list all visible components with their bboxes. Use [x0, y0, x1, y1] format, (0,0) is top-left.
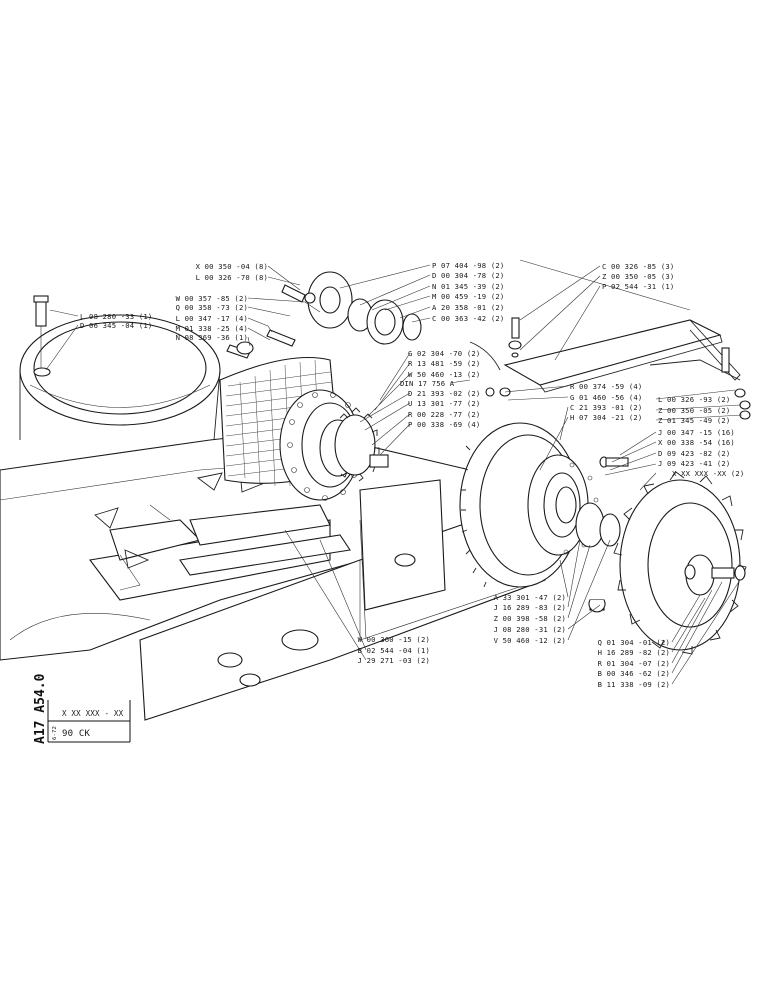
labels-top-right: C 00 326 -85 (3) Z 00 350 -05 (3) P 02 5… [602, 262, 674, 291]
part-label: J 29 271 -03 (2) [358, 656, 430, 665]
part-label: A 33 301 -47 (2) [494, 593, 566, 602]
part-label: R 13 481 -59 (2) [408, 359, 480, 368]
exploded-drawing [0, 259, 751, 721]
part-label: U 13 301 -77 (2) [408, 399, 480, 408]
part-label: A 20 358 -01 (2) [432, 303, 504, 312]
part-label: Z 00 350 -05 (2) [658, 406, 730, 415]
labels-center-right: R 00 374 -59 (4) G 01 460 -56 (4) C 21 3… [570, 382, 642, 422]
part-label: N 01 345 -39 (2) [432, 282, 504, 291]
labels-bottom-right: Q 01 304 -01 (2) H 16 289 -82 (2) R 01 3… [598, 638, 670, 689]
labels-bottom-center: A 33 301 -47 (2) J 16 289 -83 (2) Z 00 3… [494, 593, 566, 645]
part-label: X 00 338 -54 (16) [658, 438, 735, 447]
part-label: H 16 289 -82 (2) [598, 648, 670, 657]
drawing-code: A17 A54.0 [33, 673, 48, 744]
labels-far-right: L 00 326 -93 (2) Z 00 350 -05 (2) Z 01 3… [658, 395, 744, 478]
part-label: D 00 304 -78 (2) [432, 271, 504, 280]
part-label: R 00 228 -77 (2) [408, 410, 480, 419]
part-label: DIN 17 756 A [400, 379, 455, 388]
part-label: P 00 338 -69 (4) [408, 420, 480, 429]
ring-gear [459, 422, 599, 588]
part-label: Z 00 350 -05 (3) [602, 272, 674, 281]
part-label: Z 00 398 -58 (2) [494, 614, 566, 623]
part-label: R 01 304 -07 (2) [598, 659, 670, 668]
part-label: X 00 350 -04 (8) [196, 262, 268, 271]
part-label: J 16 289 -83 (2) [494, 603, 566, 612]
part-label: R 00 374 -59 (4) [570, 382, 642, 391]
part-label: Z 01 345 -49 (2) [658, 416, 730, 425]
turntable-ring [19, 314, 221, 441]
labels-top-left: X 00 350 -04 (8) L 00 326 -70 (8) W 00 3… [176, 262, 268, 342]
part-label: Q 01 304 -01 (2) [598, 638, 670, 647]
drawing-date-code: 6-72 [52, 726, 58, 740]
part-label: J 09 423 -41 (2) [658, 459, 730, 468]
part-label: W 00 357 -85 (2) [176, 294, 248, 303]
hub-shaft [575, 502, 621, 613]
labels-bottom-left: W 00 360 -15 (2) B 02 544 -04 (1) J 29 2… [358, 635, 430, 665]
part-label: P 07 404 -98 (2) [432, 261, 504, 270]
part-label: M 00 459 -19 (2) [432, 292, 504, 301]
part-label: P 02 544 -31 (1) [602, 282, 674, 291]
part-label: C 21 393 -01 (2) [570, 403, 642, 412]
part-label: Q 00 358 -73 (2) [176, 303, 248, 312]
part-label: V 50 460 -12 (2) [494, 636, 566, 645]
part-label: G 02 304 -70 (2) [408, 349, 480, 358]
leader-lines [45, 264, 743, 685]
part-label: D 21 393 -02 (2) [408, 389, 480, 398]
part-label: W 00 360 -15 (2) [358, 635, 430, 644]
part-label: L 08 280 -33 (1) [80, 312, 152, 321]
part-label: C 00 363 -42 (2) [432, 314, 504, 323]
labels-top-center: P 07 404 -98 (2) D 00 304 -78 (2) N 01 3… [432, 261, 504, 323]
drive-sprocket [599, 456, 747, 655]
pin-and-washer [33, 295, 51, 377]
part-label: L 00 326 -70 (8) [196, 273, 268, 282]
labels-middle: G 02 304 -70 (2) R 13 481 -59 (2) W 50 4… [400, 349, 480, 429]
model-name: 90 CK [62, 729, 90, 739]
title-block: A17 A54.0 6-72 X XX XXX - XX 90 CK [33, 673, 131, 744]
part-label: B 00 346 -62 (2) [598, 669, 670, 678]
part-label: N 08 369 -36 (1) [176, 333, 248, 342]
track-frame-beam [139, 479, 546, 721]
part-label: D 06 345 -04 (1) [80, 321, 152, 330]
labels-far-left: L 08 280 -33 (1) D 06 345 -04 (1) [80, 312, 152, 330]
part-label: D 09 423 -82 (2) [658, 449, 730, 458]
part-label: L 00 347 -17 (4) [176, 314, 248, 323]
part-label: H 07 304 -21 (2) [570, 413, 642, 422]
part-label: X XX XXX -XX (2) [672, 469, 744, 478]
part-label: J 00 347 -15 (16) [658, 428, 735, 437]
part-label: M 01 338 -25 (4) [176, 324, 248, 333]
top-bearing-parts [226, 271, 501, 371]
part-label: C 00 326 -85 (3) [602, 262, 674, 271]
part-reference: X XX XXX - XX [62, 709, 124, 718]
chassis-frame [0, 429, 471, 661]
part-label: B 11 338 -09 (2) [598, 680, 670, 689]
part-label: J 08 280 -31 (2) [494, 625, 566, 634]
part-label: L 00 326 -93 (2) [658, 395, 730, 404]
part-label: G 01 460 -56 (4) [570, 393, 642, 402]
part-label: W 50 460 -13 (2) [408, 370, 480, 379]
part-label: B 02 544 -04 (1) [358, 646, 430, 655]
